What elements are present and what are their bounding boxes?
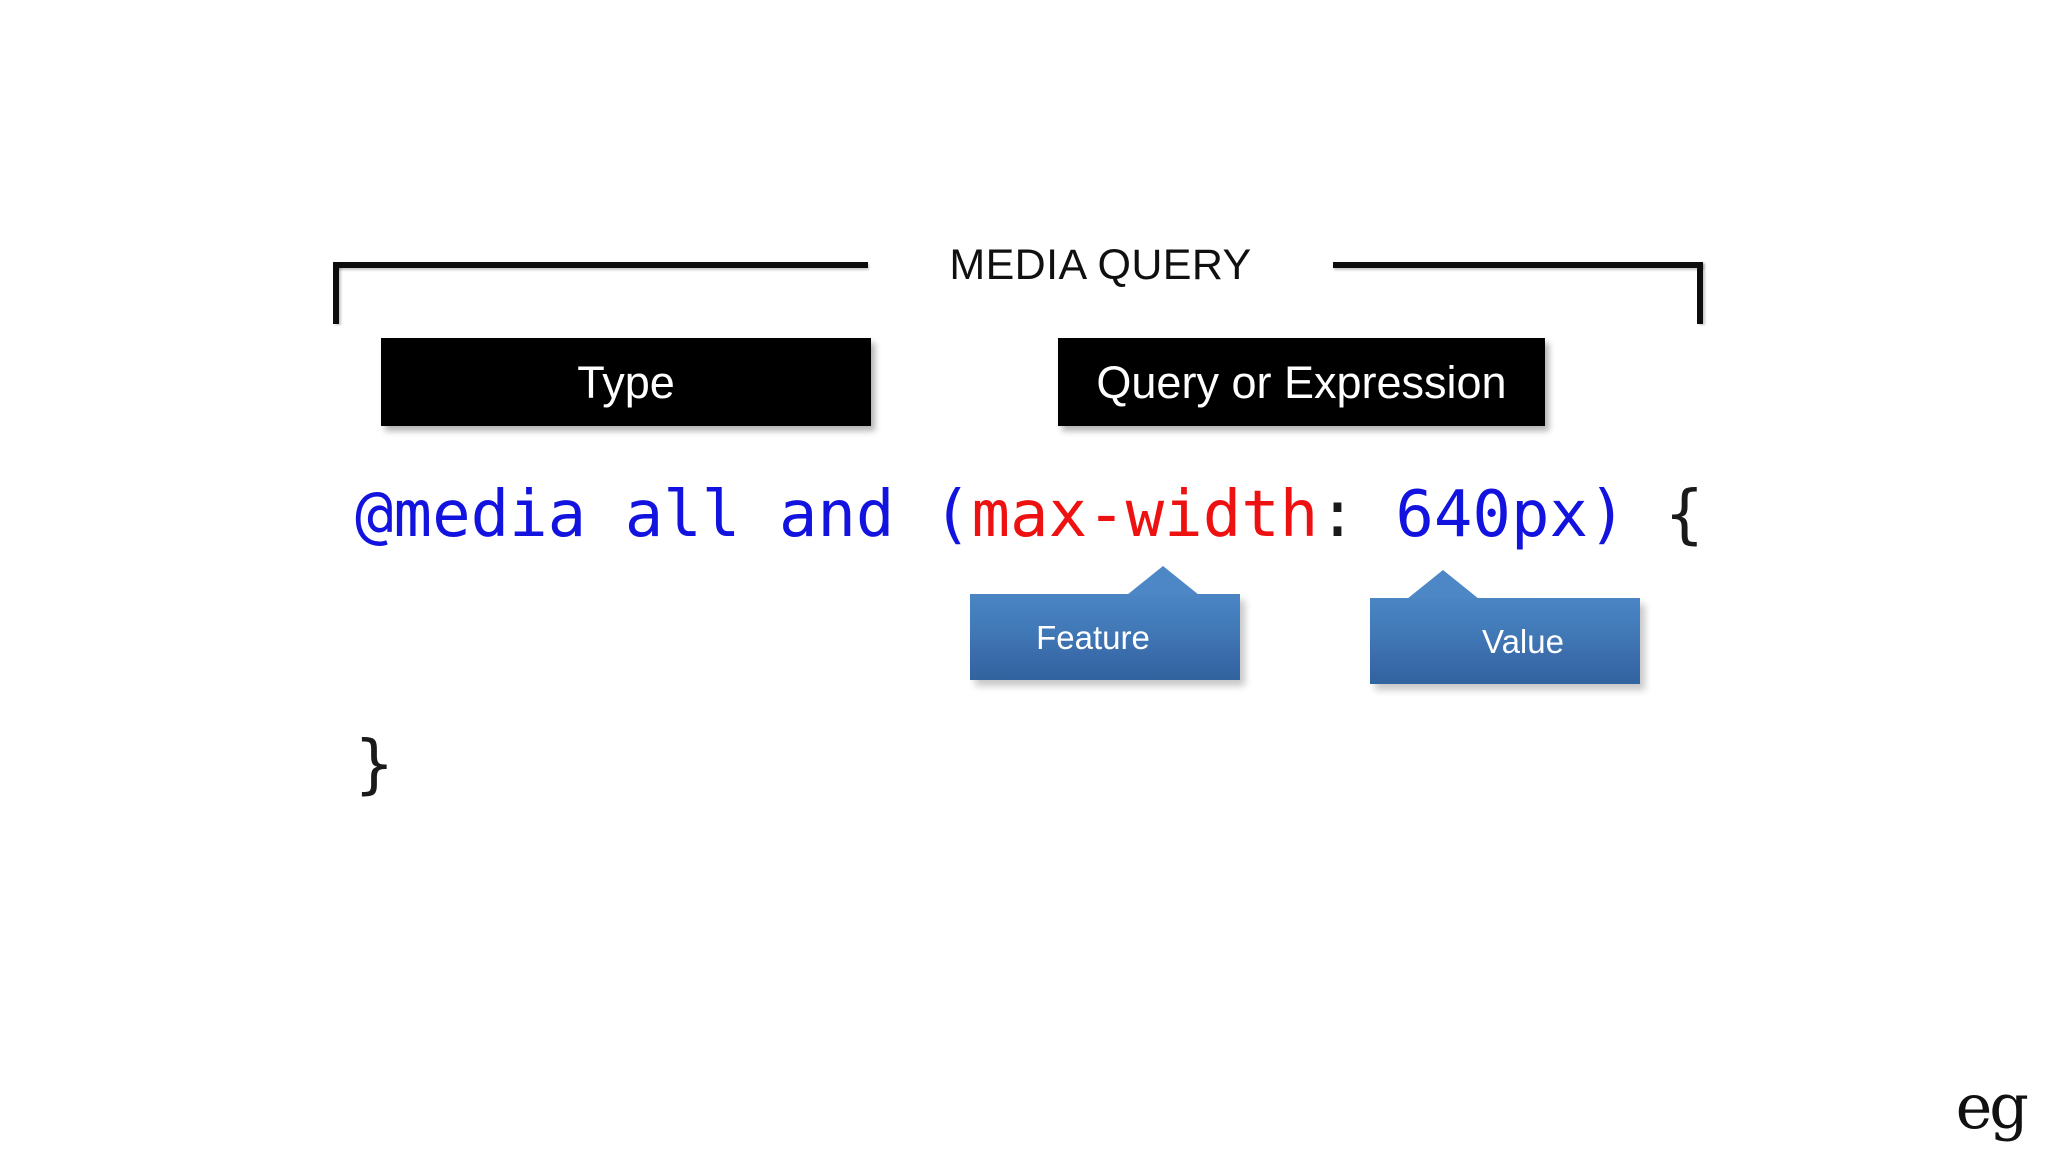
code-token-open-brace: { <box>1665 478 1704 552</box>
media-query-bracket: MEDIA QUERY <box>333 236 1703 328</box>
callout-value: Value <box>1370 570 1640 684</box>
label-box-query-or-expression: Query or Expression <box>1058 338 1545 426</box>
eg-logo: eg <box>1955 1070 2029 1143</box>
bracket-caption: MEDIA QUERY <box>949 241 1252 289</box>
callout-feature-arrow-icon <box>1127 566 1199 595</box>
code-token-colon: : <box>1318 478 1357 552</box>
callout-value-body: Value <box>1370 598 1640 684</box>
label-box-type: Type <box>381 338 871 426</box>
callout-value-label: Value <box>1482 622 1564 660</box>
callout-feature-body: Feature <box>970 594 1240 680</box>
label-box-query-text: Query or Expression <box>1096 356 1507 408</box>
code-token-space-2 <box>1627 478 1666 552</box>
code-token-640px-close-paren: 640px) <box>1395 478 1627 552</box>
code-line-media-query: @media all and (max-width: 640px) { <box>355 472 1704 558</box>
callout-value-arrow-icon <box>1407 570 1479 599</box>
bracket-right-line <box>1333 262 1703 268</box>
code-token-open-paren: ( <box>932 478 972 552</box>
bracket-left-line <box>333 262 868 268</box>
bracket-left-tick <box>333 262 339 324</box>
code-token-space-1 <box>1357 478 1396 552</box>
label-box-type-text: Type <box>577 356 675 408</box>
code-token-max-width: max-width <box>971 478 1319 552</box>
callout-feature-label: Feature <box>1036 618 1150 656</box>
callout-feature: Feature <box>970 566 1240 680</box>
bracket-right-tick <box>1697 262 1703 324</box>
code-token-close-brace: } <box>355 728 394 802</box>
code-token-at-media-all-and: @media all and <box>355 478 933 552</box>
